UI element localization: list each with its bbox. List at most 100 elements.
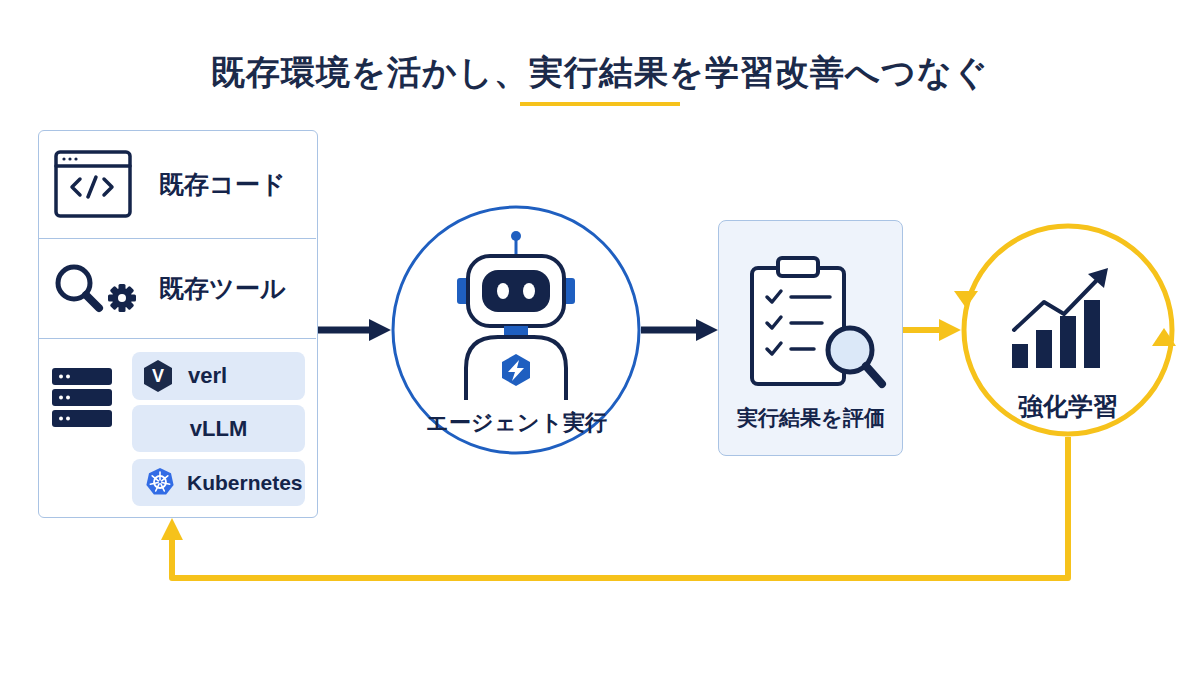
logo-badge [144,360,172,392]
search-gear-icon [86,295,99,308]
server-icon [66,417,70,421]
server-icon [52,389,112,406]
robot-illustration [504,326,528,335]
kubernetes-logo [152,476,158,481]
node-label: verl [188,363,227,389]
code-window-icon [74,157,77,160]
flow-arrow [903,327,953,333]
diagram-node: 強化学習 [961,223,1175,437]
code-window-icon [104,179,112,195]
growth-chart-icon [1012,268,1108,368]
search-gear-icon [58,267,136,312]
clipboard-icon [767,317,781,328]
diagram-node: Kubernetes [132,459,305,506]
clipboard-icon [767,291,830,354]
cycle-arrow-heads [954,291,978,308]
growth-chart-icon [1012,344,1028,368]
kubernetes-logo [146,468,173,495]
robot-illustration [563,278,575,304]
server-icon [52,368,112,385]
clipboard-icon [828,328,872,372]
kubernetes-logo [146,468,173,495]
flow-arrow [641,327,710,334]
clipboard-icon [767,291,781,302]
cycle-arrow-heads [954,291,1176,346]
clipboard-icon [791,295,830,299]
server-icon [59,396,63,400]
clipboard-icon [791,321,822,325]
diagram-node: 既存ツール [39,239,316,339]
server-icon [66,396,70,400]
connector-layer [172,330,1068,578]
kubernetes-logo [156,484,159,491]
robot-illustration [497,283,509,299]
code-window-icon [62,157,65,160]
growth-chart-icon [1084,300,1100,368]
kubernetes-logo [162,483,170,485]
flow-arrow [318,327,383,334]
node-label: vLLM [190,416,247,442]
search-gear-icon [108,284,136,312]
search-gear-icon [119,284,126,312]
clipboard-icon [767,343,781,354]
search-gear-icon [110,286,135,311]
server-icon [52,410,112,427]
diagram-title: 既存環境を活かし、実行結果を学習改善へつなぐ [0,50,1200,96]
node-label: 実行結果を評価 [737,404,885,432]
search-gear-icon [118,294,126,302]
node-label: 既存ツール [159,272,286,305]
node-label: 既存コード [159,168,286,201]
kubernetes-logo [159,472,161,480]
cycle-arrow-heads [1152,328,1176,346]
title-underline [520,102,680,106]
clipboard-icon [791,347,814,351]
server-icon [59,417,63,421]
circle-outline [964,226,1172,434]
diagram-node: 既存コード [39,131,316,239]
diagram-node: vLLM [132,405,305,452]
kubernetes-logo [161,484,164,491]
code-window-icon [68,157,71,160]
circle-outline [393,207,639,453]
code-window-icon [56,152,130,216]
robot-illustration [515,240,518,256]
search-gear-icon [110,286,135,311]
code-window-icon [88,177,96,197]
robot-illustration [523,283,535,299]
diagram-node: 実行結果を評価 [718,220,903,456]
growth-chart-icon [1014,279,1098,330]
growth-chart-icon [1060,316,1076,368]
clipboard-icon [752,258,882,384]
robot-illustration [468,256,564,326]
clipboard-icon [752,268,844,384]
growth-chart-icon [1088,268,1108,288]
robot-illustration [482,270,550,312]
robot-illustration [511,231,521,241]
search-gear-icon [108,295,136,302]
clipboard-icon [778,258,818,276]
search-gear-icon [112,288,132,308]
robot-illustration [508,360,524,381]
server-icon [66,375,70,379]
diagram-node: 既存コード既存ツール Vverl vLLM Kubernetes [38,130,318,518]
search-gear-icon [58,267,90,299]
diagram-node: エージェント実行 [391,205,641,455]
server-icon [59,375,63,379]
diagram-node: Vverl [132,352,305,400]
node-label: Kubernetes [187,471,303,495]
kubernetes-logo [162,476,168,481]
node-label: 強化学習 [1018,390,1118,423]
node-label: V [143,361,173,391]
flow-arrow [172,437,1068,578]
kubernetes-logo [150,472,169,491]
growth-chart-icon [1036,330,1052,368]
code-window-icon [56,152,130,216]
code-window-icon [72,179,80,195]
robot-illustration [457,278,469,304]
clipboard-icon [866,366,882,384]
node-label: エージェント実行 [426,408,607,438]
robot-illustration [466,337,566,400]
